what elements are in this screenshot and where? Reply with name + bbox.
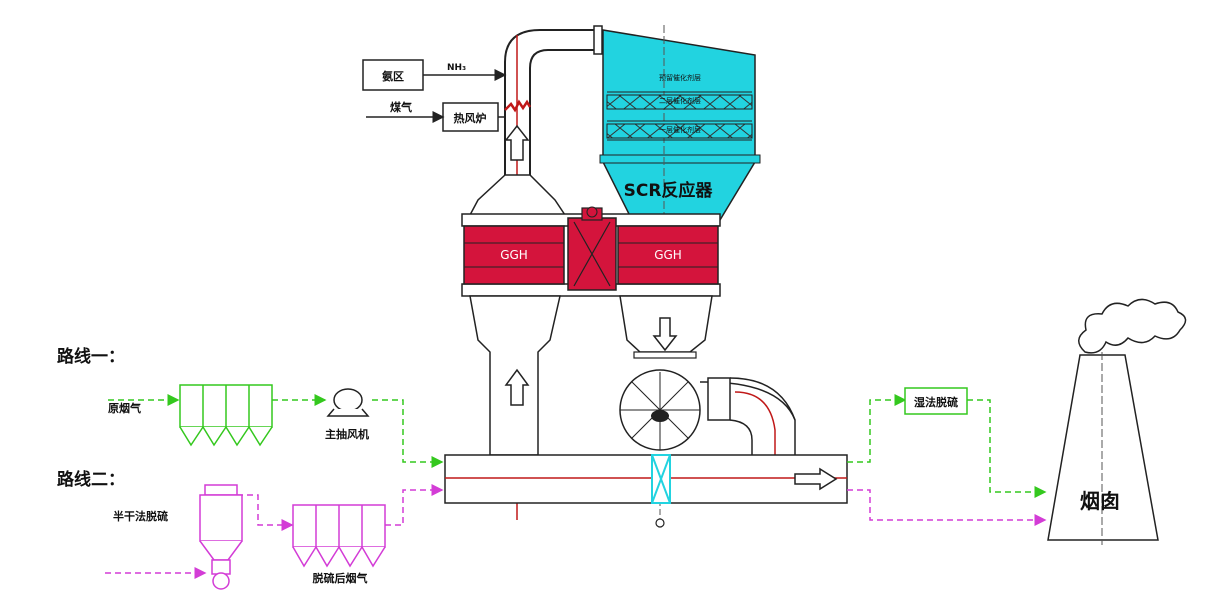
gas-label: 煤气 xyxy=(390,100,412,114)
route-one-label: 路线一： xyxy=(57,346,125,367)
flow-right-arrow-icon xyxy=(794,467,838,491)
flow-up-arrow-lower-icon xyxy=(504,368,530,406)
main-duct xyxy=(444,454,848,528)
burner-flame-icon xyxy=(504,99,532,113)
raw-flue-gas-label: 原烟气 xyxy=(108,401,141,415)
catalyst-layer-1-label: 一层催化剂层 xyxy=(659,125,701,134)
scr-reactor-label: SCR反应器 xyxy=(624,180,714,201)
route-two-flow xyxy=(105,484,444,579)
chimney xyxy=(1047,298,1187,545)
route-one-dust-collector xyxy=(179,384,273,447)
smoke-cloud-icon xyxy=(1078,298,1187,354)
duct-flange xyxy=(593,25,603,55)
catalyst-layer-1 xyxy=(606,123,753,139)
hot-air-furnace-label: 热风炉 xyxy=(454,111,487,125)
wet-desulfurization-box xyxy=(904,387,968,415)
catalyst-layer-2 xyxy=(606,94,753,110)
catalyst-layer-3-label: 预留催化剂层 xyxy=(659,73,701,82)
ggh-left xyxy=(463,225,565,285)
chimney-label: 烟囱 xyxy=(1080,489,1120,513)
catalyst-layer-2-label: 二层催化剂层 xyxy=(659,96,701,105)
booster-fan xyxy=(619,369,796,455)
flow-down-arrow-icon xyxy=(652,317,678,352)
outlet-flows xyxy=(847,394,1047,526)
desulfurized-flue-gas-label: 脱硫后烟气 xyxy=(313,571,368,585)
wet-desulfurization-label: 湿法脱硫 xyxy=(914,395,958,409)
left-hood xyxy=(468,174,567,216)
ggh-right xyxy=(617,225,719,285)
route-two-dust-collector xyxy=(292,504,386,568)
semi-dry-desulfurization-label: 半干法脱硫 xyxy=(113,509,168,523)
main-fan-label: 主抽风机 xyxy=(325,427,369,441)
ammonia-zone-label: 氨区 xyxy=(382,69,404,83)
main-fan-icon xyxy=(326,388,370,417)
ggh-unit xyxy=(461,206,721,297)
route-one-flow xyxy=(108,394,444,468)
ammonia-zone-box xyxy=(362,59,424,91)
route-two-label: 路线二： xyxy=(57,469,125,490)
semi-dry-desulfurization-tower xyxy=(199,484,243,590)
inlet-duct xyxy=(504,29,600,175)
nh3-label: NH₃ xyxy=(447,63,466,73)
ggh-left-label: GGH xyxy=(500,248,528,262)
flow-up-arrow-icon xyxy=(504,124,530,161)
scr-reactor xyxy=(599,25,761,240)
ggh-right-label: GGH xyxy=(654,248,682,262)
